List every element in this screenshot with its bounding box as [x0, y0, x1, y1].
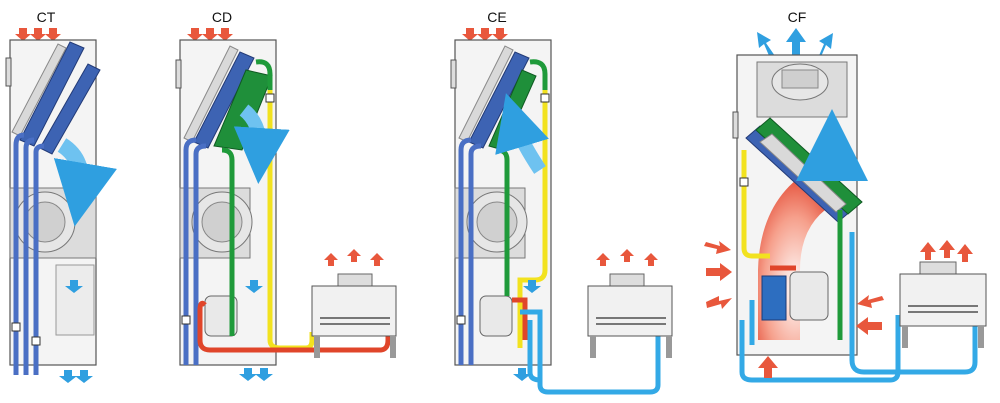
pipe-lightblue — [520, 309, 661, 395]
down-arrow-icon — [255, 368, 273, 381]
down-arrow-icon — [59, 370, 77, 383]
right-arrow-icon — [706, 296, 732, 309]
fan-icon — [9, 187, 97, 259]
up-arrow-icon — [347, 249, 361, 262]
valve-icon — [456, 315, 466, 325]
pipe-blue — [458, 137, 472, 365]
side-handle — [5, 57, 12, 87]
unit-cd: CD — [175, 9, 397, 381]
up-arrow-icon — [818, 33, 833, 59]
side-handle — [732, 111, 739, 139]
down-arrow-icon — [75, 370, 93, 383]
side-handle — [450, 59, 457, 89]
up-arrow-icon — [620, 249, 634, 262]
up-arrow-icon — [324, 253, 338, 266]
down-arrow-icon — [477, 28, 493, 41]
down-arrow-icon — [492, 28, 508, 41]
right-arrow-icon — [704, 241, 731, 254]
valve-icon — [31, 336, 41, 346]
top-inlet-arrows — [187, 28, 233, 41]
airflow-arrow — [495, 93, 549, 174]
airflow-arrow — [233, 104, 290, 184]
down-arrow-icon — [15, 28, 31, 41]
outdoor-condenser — [587, 249, 673, 358]
valve-icon — [265, 93, 275, 103]
outdoor-condenser — [311, 249, 397, 358]
up-arrow-icon — [644, 253, 658, 266]
top-inlet-arrows — [15, 28, 61, 41]
valve-icon — [540, 93, 550, 103]
up-arrow-icon — [596, 253, 610, 266]
up-arrow-icon — [370, 253, 384, 266]
pipe-yellow — [741, 150, 770, 259]
pipes-blue — [13, 132, 45, 375]
compressor-icon — [761, 271, 829, 321]
valve-icon — [181, 315, 191, 325]
down-arrow-icon — [239, 368, 257, 381]
unit-label: CE — [487, 9, 506, 25]
coil-blue — [39, 63, 101, 155]
pipe-lightblue — [739, 315, 901, 383]
compressor-icon — [204, 295, 238, 337]
side-inlet-arrows-right — [856, 295, 884, 335]
lower-panel — [55, 264, 95, 336]
down-arrow-icon — [523, 280, 541, 293]
pipe-lightblue — [849, 232, 978, 375]
top-outlet-arrows — [757, 28, 833, 59]
unit-ct: CT — [5, 9, 117, 383]
down-arrow-icon — [65, 280, 83, 293]
fan-icon — [454, 187, 528, 259]
unit-label: CD — [212, 9, 232, 25]
up-arrow-icon — [757, 32, 775, 58]
down-arrow-icon — [513, 368, 531, 381]
left-arrow-icon — [856, 317, 882, 335]
up-arrow-icon — [939, 240, 955, 258]
unit-cf: CF — [704, 9, 987, 383]
pipe-green — [529, 59, 548, 90]
airflow-arrow — [53, 138, 117, 227]
right-arrow-icon — [706, 263, 732, 281]
pipe-lightblue — [527, 320, 541, 383]
pipe-blue — [193, 143, 207, 365]
fan-icon — [756, 61, 848, 118]
down-arrow-icon — [245, 280, 263, 293]
up-arrow-icon — [920, 242, 936, 260]
top-inlet-arrows — [462, 28, 508, 41]
pipe-red — [197, 300, 391, 353]
down-arrow-icon — [187, 28, 203, 41]
pipe-green — [221, 147, 235, 336]
pipe-green — [255, 59, 273, 90]
unit-ce: CE — [450, 9, 673, 395]
down-arrow-icon — [45, 28, 61, 41]
pipe-blue — [468, 143, 482, 365]
down-arrow-icon — [462, 28, 478, 41]
left-arrow-icon — [857, 295, 884, 308]
pipe-red — [512, 297, 528, 340]
valve-icon — [739, 177, 749, 187]
down-arrow-icon — [202, 28, 218, 41]
compressor-icon — [479, 295, 513, 337]
side-handle — [175, 59, 182, 89]
pipe-blue — [183, 137, 197, 365]
unit-label: CF — [788, 9, 807, 25]
valve-icon — [11, 322, 21, 332]
side-inlet-arrows-left — [704, 241, 732, 309]
up-arrow-icon — [758, 356, 778, 378]
up-arrow-icon — [957, 244, 973, 262]
fan-icon — [179, 187, 253, 259]
outdoor-condenser — [899, 240, 987, 348]
unit-label: CT — [37, 9, 56, 25]
up-arrow-icon — [786, 28, 806, 56]
down-arrow-icon — [217, 28, 233, 41]
down-arrow-icon — [30, 28, 46, 41]
